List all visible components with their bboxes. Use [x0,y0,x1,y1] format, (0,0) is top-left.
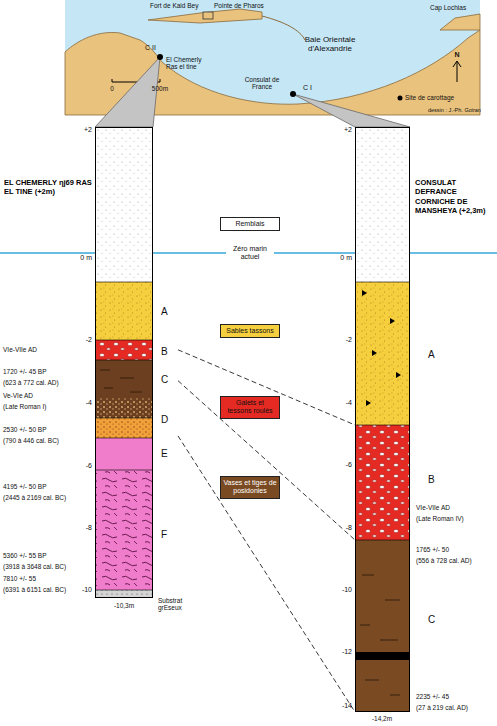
text-label: C [161,374,168,386]
core-funnel [95,57,160,127]
text-label: B [428,474,435,486]
text-label: -10,3m [114,602,134,609]
core-site [157,54,163,60]
text-label: C [428,614,435,626]
text-label: Pointe de Pharos [214,2,264,9]
text-label: Ve-VIe AD [3,392,33,399]
cap [440,14,480,30]
legend-text: Galets et tessons roulés [227,399,272,414]
text-label: A [161,306,168,318]
text-label: (Late Roman I) [3,403,46,410]
core-layers [355,127,410,712]
text-label: Substrat grEseux [158,597,198,612]
north-arrow [453,61,461,82]
text-label: +2 [84,126,92,134]
legend-text: Sables tassons [226,327,273,334]
text-label: -4 [346,399,352,407]
text-label: 2235 +/- 45 [416,693,449,700]
text-label: (556 à 728 cal. AD) [416,557,472,564]
text-label: A [428,349,435,361]
text-label: C I [303,84,312,92]
text-label: -14,2m [372,715,392,722]
text-label: Consulat de France [241,76,283,91]
legend-text: Remblais [235,220,264,227]
text-label: B [161,346,168,358]
text-label: -12 [342,648,352,656]
legend-dot [398,96,403,101]
text-label: Fort de Kaid Bey [150,2,198,9]
fort [203,12,213,19]
text-label: 0 m [340,254,352,262]
text-label: -10 [342,586,352,594]
text-label: (2445 à 2169 cal. BC) [3,494,66,501]
text-label: (6391 à 6151 cal. BC) [3,586,66,593]
text-label: Site de carottage [405,94,454,101]
legend-swatch: Sables tassons [220,324,280,338]
legend-swatch: Galets et tessons roulés [220,396,280,419]
correlation-lines [178,350,355,712]
legend-swatch: Remblais [220,217,280,231]
core-funnel [293,94,410,127]
text-label: -8 [346,524,352,532]
text-label: 1765 +/- 50 [416,546,449,553]
core-heading: EL CHEMERLY ηj69 RAS EL TINE (+2m) [4,178,92,197]
text-label: C II [145,44,156,52]
text-label: -2 [86,336,92,344]
text-label: (623 à 772 cal. AD) [3,379,59,386]
core-layers [95,127,153,598]
text-label: 500m [152,85,168,92]
text-label: Baie Orientale d'Alexandrie [294,35,366,53]
legend-text: Vases et tiges de posidonies [223,479,276,494]
text-label: -14 [342,702,352,710]
core-site [290,91,296,97]
text-label: 4195 +/- 50 BP [3,483,47,490]
text-label: 0 m [80,254,92,262]
text-label: -10 [82,586,92,594]
text-label: 0 [110,85,114,92]
text-label: -6 [86,462,92,470]
text-label: N [454,51,459,59]
text-label: -4 [86,399,92,407]
text-label: -8 [86,524,92,532]
text-label: 1720 +/- 45 BP [3,368,47,375]
text-label: -6 [346,461,352,469]
text-label: (Late Roman IV) [416,515,464,522]
text-label: D [161,414,168,426]
text-label: dessin : J.-Ph. Goiran [428,107,481,113]
legend-swatch: Vases et tiges de posidonies [220,476,280,499]
text-label: (790 à 446 cal. BC) [3,437,59,444]
text-label: F [161,529,167,541]
text-label: (3918 à 3648 cal. BC) [3,563,66,570]
text-label: (27 à 219 cal. AD) [416,704,468,711]
core-heading: CONSULAT DEFRANCE CORNICHE DE MANSHEYA (… [415,178,495,216]
text-label: 5360 +/- 55 BP [3,552,47,559]
text-label: VIe-VIIe AD [416,504,450,511]
text-label: VIe-VIIe AD [3,346,37,353]
core-column: CONSULAT DEFRANCE CORNICHE DE MANSHEYA (… [355,127,410,712]
text-label: -2 [346,336,352,344]
text-label: Cap Lochias [430,4,466,11]
pharos-island [148,9,262,23]
text-label: Zéro marin actuel [226,244,274,262]
text-label: +2 [344,126,352,134]
text-label: 2530 +/- 50 BP [3,426,47,433]
text-label: 7810 +/- 55 [3,575,36,582]
text-label: E [161,448,168,460]
jetty [262,16,305,40]
core-column: EL CHEMERLY ηj69 RAS EL TINE (+2m) [95,127,153,598]
text-label: El Chemerly Ras el tine [166,56,212,71]
